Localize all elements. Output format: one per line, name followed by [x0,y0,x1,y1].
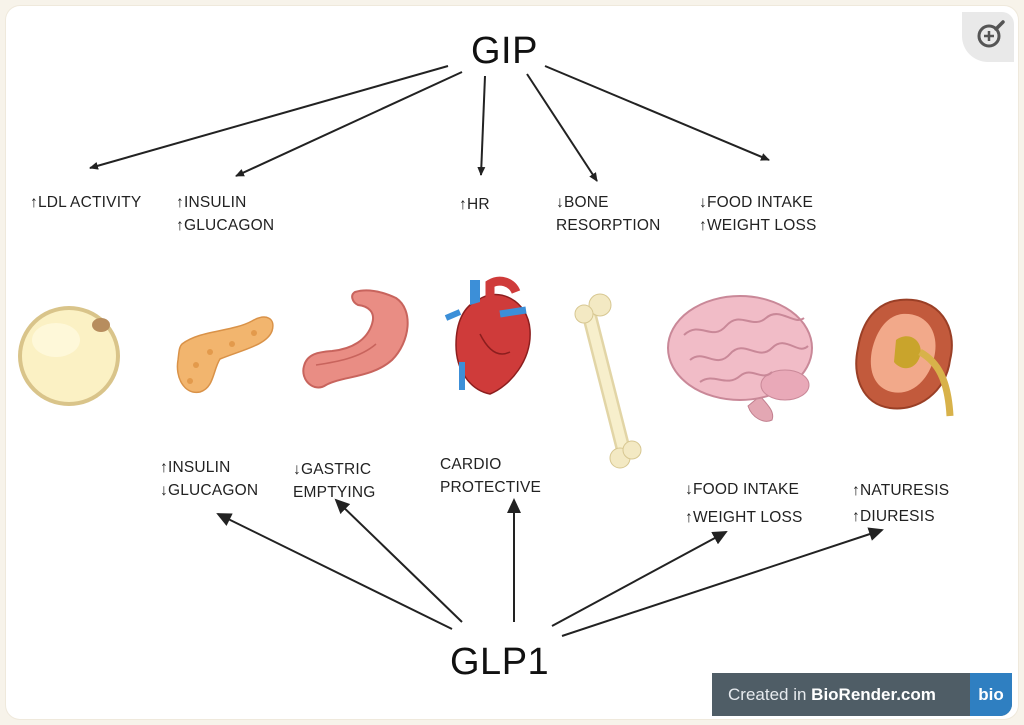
credit-text: Created in BioRender.com [728,685,936,705]
glp1-effect-brain-line1: ↓FOOD INTAKE [685,481,800,498]
glp1-effect-kidney-line2: ↑DIURESIS [852,508,935,525]
gip-arrow-heart [477,75,486,176]
glp1-arrow-kidney [561,527,884,637]
glp1-arrow-brain [551,531,728,627]
zoom-button[interactable] [962,12,1014,62]
gip-arrow-brain [544,65,770,161]
glp1-effect-heart-line2: PROTECTIVE [440,479,542,496]
glp1-effect-stomach: ↓GASTRIC EMPTYING [293,458,376,504]
heart-icon [444,276,531,395]
stomach-icon [302,289,409,389]
glp1-effect-heart: CARDIO PROTECTIVE [440,453,541,499]
bone-icon [574,293,642,469]
credit-brand: BioRender.com [811,684,936,704]
glp1-effect-heart-line1: CARDIO [440,456,502,473]
glp1-effect-brain-line2: ↑WEIGHT LOSS [685,509,803,526]
biorender-credit: Created in BioRender.com bio [712,673,1012,716]
credit-prefix: Created in [728,684,812,704]
gip-effect-pancreas: ↑INSULIN ↑GLUCAGON [176,191,274,237]
gip-effect-brain-line2: ↑WEIGHT LOSS [699,217,817,234]
biorender-logo: bio [970,673,1012,716]
glp1-effect-stomach-line2: EMPTYING [293,484,376,501]
gip-effect-bone-line1: ↓BONE [556,194,609,211]
gip-effect-pancreas-line2: ↑GLUCAGON [176,217,275,234]
gip-effect-bone-line2: RESORPTION [556,217,661,234]
glp1-effect-stomach-line1: ↓GASTRIC [293,461,372,478]
gip-effect-pancreas-line1: ↑INSULIN [176,194,247,211]
glp1-effect-kidney: ↑NATURESIS ↑DIURESIS [852,478,949,530]
gip-arrow-ldl [89,65,449,170]
gip-effect-bone: ↓BONE RESORPTION [556,191,660,237]
gip-effect-brain: ↓FOOD INTAKE ↑WEIGHT LOSS [699,191,817,237]
gip-effect-brain-line1: ↓FOOD INTAKE [699,194,814,211]
glp1-effect-pancreas: ↑INSULIN ↓GLUCAGON [160,456,258,502]
adipocyte-icon [18,306,120,406]
gip-effect-ldl: ↑LDL ACTIVITY [30,191,141,214]
gip-arrow-bone [526,73,598,182]
gip-hub-label: GIP [471,30,538,72]
kidney-icon [855,298,954,417]
gip-effect-ldl-text: ↑LDL ACTIVITY [30,194,142,211]
glp1-arrow-pancreas [216,513,453,630]
pancreas-icon [176,316,274,393]
glp1-arrow-stomach [334,498,463,623]
gip-arrow-pancreas [235,71,463,177]
gip-effect-heart-text: ↑HR [459,196,490,213]
glp1-effect-brain: ↓FOOD INTAKE ↑WEIGHT LOSS [685,476,803,532]
brain-icon [667,295,813,422]
gip-effect-heart: ↑HR [459,193,490,216]
glp1-effect-kidney-line1: ↑NATURESIS [852,482,950,499]
glp1-hub-label: GLP1 [450,641,550,683]
zoom-in-icon [977,20,1005,48]
glp1-effect-pancreas-line1: ↑INSULIN [160,459,231,476]
glp1-effect-pancreas-line2: ↓GLUCAGON [160,482,259,499]
